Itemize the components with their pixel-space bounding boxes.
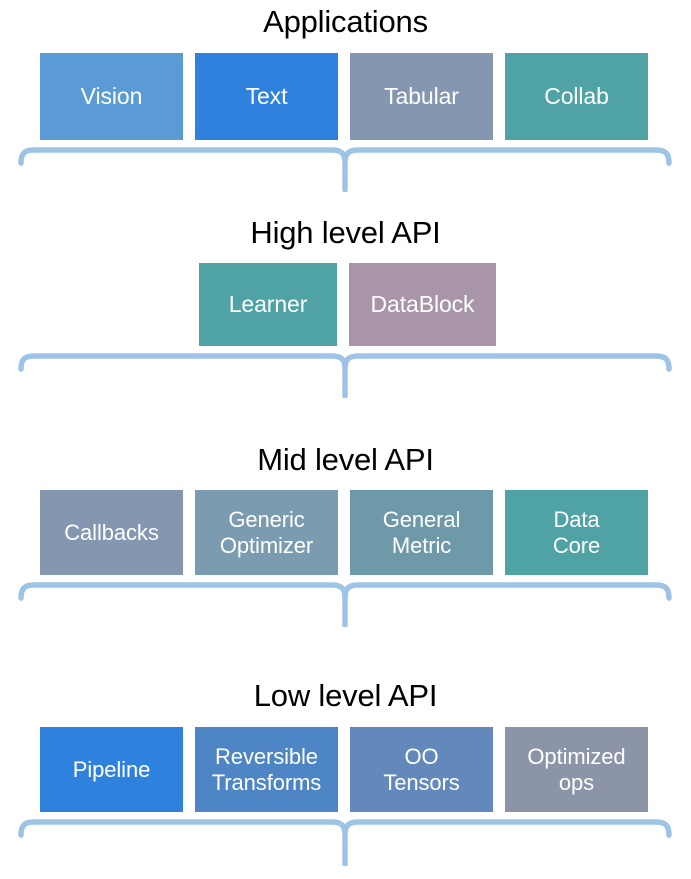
box-general-metric[interactable]: General Metric bbox=[350, 490, 493, 575]
box-row-low-level-api: Pipeline Reversible Transforms OO Tensor… bbox=[40, 727, 651, 812]
box-vision-label: Vision bbox=[80, 83, 143, 109]
box-tabular[interactable]: Tabular bbox=[350, 53, 493, 140]
box-vision[interactable]: Vision bbox=[40, 53, 183, 140]
brace-low-level-api bbox=[0, 816, 691, 866]
box-collab-label: Collab bbox=[544, 83, 609, 109]
box-data-core[interactable]: Data Core bbox=[505, 490, 648, 575]
box-general-metric-label: General Metric bbox=[382, 506, 461, 558]
brace-high-level-api bbox=[0, 350, 691, 398]
box-optimized-ops-label: Optimized ops bbox=[527, 743, 626, 795]
box-reversible-transforms[interactable]: Reversible Transforms bbox=[195, 727, 338, 812]
box-tabular-label: Tabular bbox=[384, 83, 459, 109]
box-learner-label: Learner bbox=[228, 291, 308, 317]
box-pipeline-label: Pipeline bbox=[72, 756, 151, 782]
box-data-core-label: Data Core bbox=[552, 506, 601, 558]
box-learner[interactable]: Learner bbox=[199, 263, 337, 346]
box-generic-optimizer-label: Generic Optimizer bbox=[219, 506, 314, 558]
box-row-mid-level-api: Callbacks Generic Optimizer General Metr… bbox=[40, 490, 651, 575]
section-title-mid-level-api: Mid level API bbox=[257, 442, 434, 477]
section-title-high-level-api: High level API bbox=[250, 215, 441, 250]
box-oo-tensors[interactable]: OO Tensors bbox=[350, 727, 493, 812]
section-title-low-level-api: Low level API bbox=[253, 678, 438, 713]
box-pipeline[interactable]: Pipeline bbox=[40, 727, 183, 812]
box-datablock[interactable]: DataBlock bbox=[349, 263, 496, 346]
box-text-label: Text bbox=[245, 83, 288, 109]
box-reversible-transforms-label: Reversible Transforms bbox=[211, 743, 322, 795]
box-collab[interactable]: Collab bbox=[505, 53, 648, 140]
box-oo-tensors-label: OO Tensors bbox=[383, 743, 460, 795]
box-callbacks[interactable]: Callbacks bbox=[40, 490, 183, 575]
box-callbacks-label: Callbacks bbox=[64, 519, 159, 545]
section-title-applications: Applications bbox=[263, 4, 428, 39]
box-row-high-level-api: Learner DataBlock bbox=[199, 263, 496, 346]
brace-applications bbox=[0, 144, 691, 192]
box-optimized-ops[interactable]: Optimized ops bbox=[505, 727, 648, 812]
box-text[interactable]: Text bbox=[195, 53, 338, 140]
brace-mid-level-api bbox=[0, 579, 691, 627]
box-generic-optimizer[interactable]: Generic Optimizer bbox=[195, 490, 338, 575]
box-datablock-label: DataBlock bbox=[370, 291, 475, 317]
box-row-applications: Vision Text Tabular Collab bbox=[40, 53, 651, 140]
